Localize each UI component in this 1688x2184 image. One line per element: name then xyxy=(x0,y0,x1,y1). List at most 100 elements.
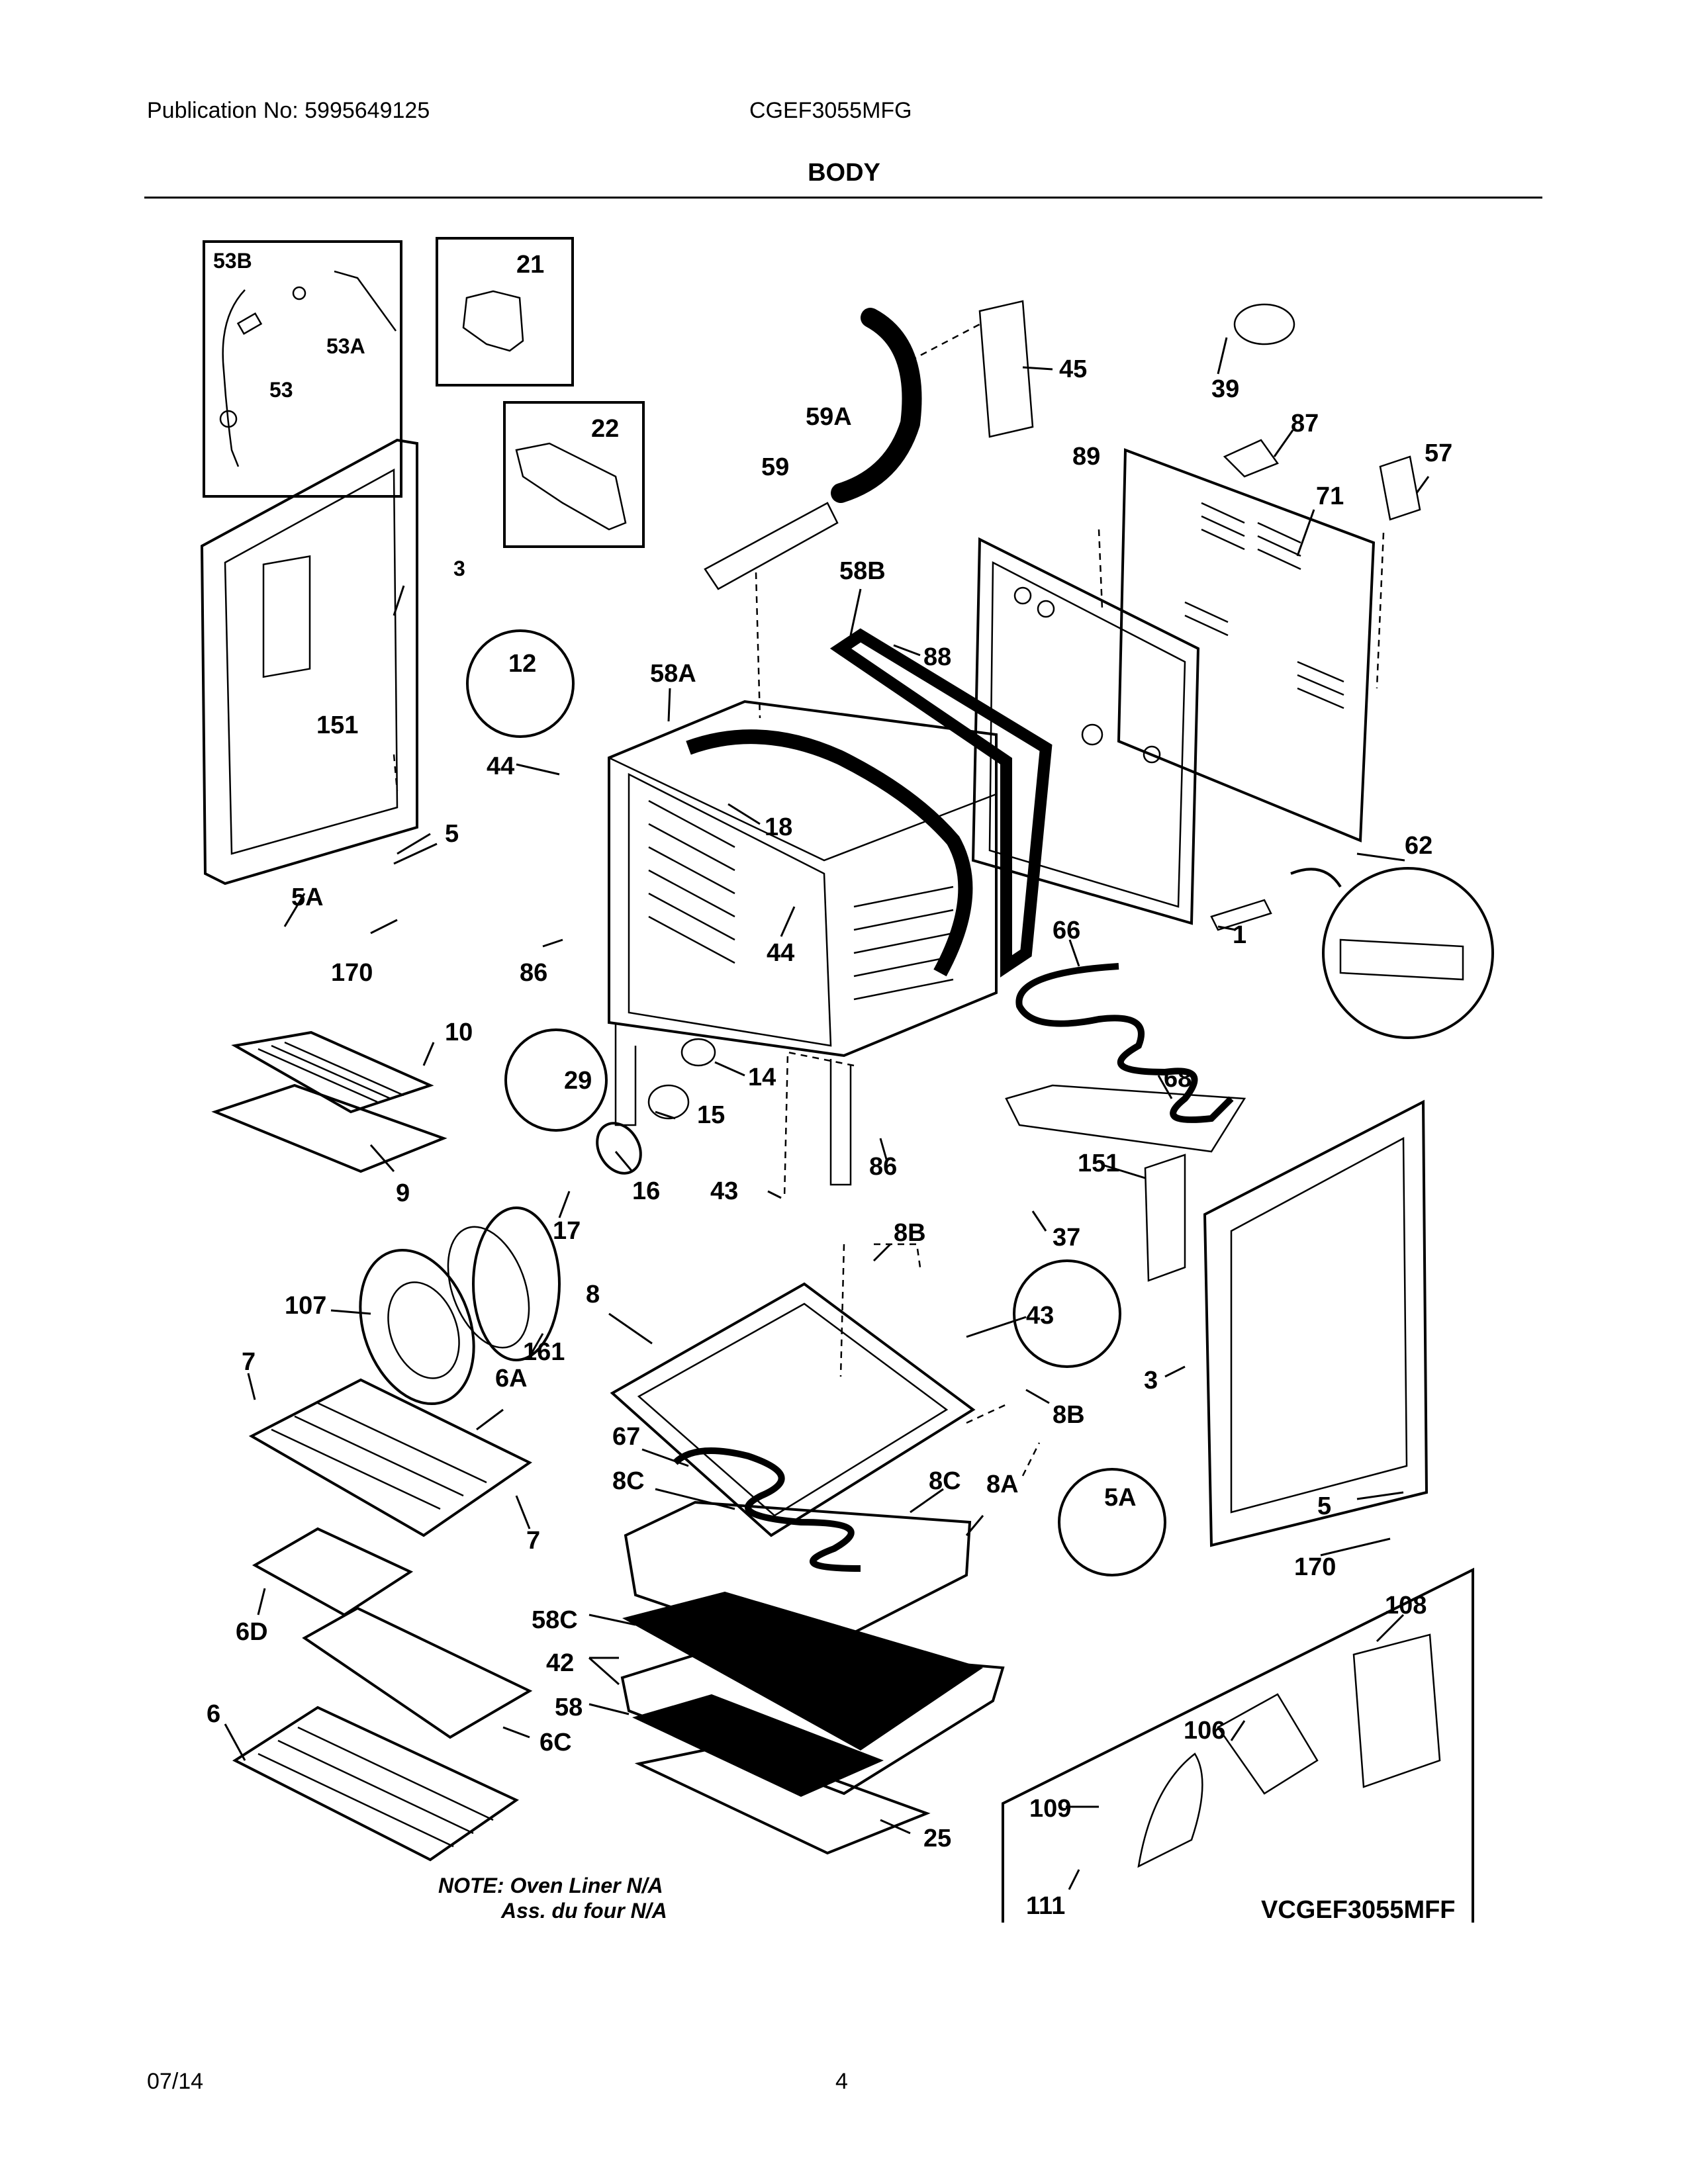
part-label: 12 xyxy=(508,650,536,678)
part-label: 22 xyxy=(591,415,619,443)
variant-model-label: VCGEF3055MFF xyxy=(1261,1896,1456,1924)
part-label: 6D xyxy=(236,1618,268,1646)
inset-box-21 xyxy=(436,237,574,387)
part-label: 21 xyxy=(516,251,544,279)
part-label: 16 xyxy=(632,1177,660,1205)
right-side-panel xyxy=(1203,1099,1429,1547)
oven-liner-note-fr: Ass. du four N/A xyxy=(500,1899,667,1923)
assembly-lines xyxy=(393,323,1385,1477)
part-label: 6C xyxy=(539,1729,572,1756)
drawer-liner-58C xyxy=(622,1592,983,1751)
part-label: 53A xyxy=(326,334,365,358)
back-cover xyxy=(1117,448,1376,842)
part-label: 108 xyxy=(1385,1592,1427,1619)
part-label: 107 xyxy=(285,1292,326,1320)
bake-element xyxy=(673,1447,861,1572)
part-label: 88 xyxy=(923,643,951,671)
part-label: 18 xyxy=(765,813,792,841)
side-bracket-151 xyxy=(1144,1154,1186,1282)
rack-6D xyxy=(252,1527,414,1617)
part-label: 67 xyxy=(612,1423,640,1451)
part-label: 58C xyxy=(532,1606,578,1634)
footer-page-number: 4 xyxy=(835,2069,848,2094)
part-label: 106 xyxy=(1184,1717,1225,1745)
part-label: 5 xyxy=(1317,1492,1331,1520)
part-label: 58 xyxy=(555,1694,583,1721)
header-divider xyxy=(144,197,1542,199)
part-label: 7 xyxy=(526,1527,540,1555)
callout-circle-12 xyxy=(466,629,575,738)
model-number: CGEF3055MFG xyxy=(749,98,912,123)
part-label: 89 xyxy=(1072,443,1100,471)
part-label: 43 xyxy=(1026,1302,1054,1330)
part-label: 17 xyxy=(553,1217,581,1245)
part-label: 87 xyxy=(1291,410,1319,437)
part-label: 170 xyxy=(1294,1553,1336,1581)
rack-6C xyxy=(302,1606,533,1739)
part-label: 62 xyxy=(1405,832,1432,860)
part-label: 109 xyxy=(1029,1795,1071,1823)
drawer-tray-42 xyxy=(620,1643,1005,1796)
part-label: 53B xyxy=(213,249,252,273)
terminal-block-inset xyxy=(1290,867,1494,1039)
part-label: 5 xyxy=(445,820,459,848)
part-label: 57 xyxy=(1425,439,1452,467)
part-label: 8 xyxy=(586,1281,600,1308)
part-label: 7 xyxy=(242,1348,256,1376)
publication-number: Publication No: 5995649125 xyxy=(147,98,430,123)
oven-cavity xyxy=(608,700,998,1186)
part-label: 9 xyxy=(396,1179,410,1207)
part-label: 8C xyxy=(612,1467,645,1495)
loose-parts xyxy=(704,300,1421,931)
part-label: 1 xyxy=(1233,921,1246,949)
part-label: 59 xyxy=(761,453,789,481)
part-label: 111 xyxy=(1026,1892,1065,1920)
fan-cover xyxy=(359,1226,530,1406)
rack-6A xyxy=(248,1378,532,1537)
callout-circle-5A xyxy=(1058,1468,1166,1576)
inset-box-22 xyxy=(503,401,645,548)
part-label: 29 xyxy=(564,1067,592,1095)
drawer-liner-58 xyxy=(632,1694,884,1797)
oven-liner-note: NOTE: Oven Liner N/A xyxy=(438,1874,663,1897)
part-label: 86 xyxy=(869,1153,897,1181)
part-label: 44 xyxy=(487,752,514,780)
part-label: 58A xyxy=(650,660,696,688)
rack-6 xyxy=(232,1706,520,1862)
footer-date: 07/14 xyxy=(147,2069,204,2094)
drawer-bottom-25 xyxy=(634,1742,931,1855)
gasket-161 xyxy=(472,1206,561,1361)
left-side-panel xyxy=(200,438,418,886)
part-label: 6A xyxy=(495,1365,528,1392)
part-label: 15 xyxy=(697,1101,725,1129)
part-label: 66 xyxy=(1053,917,1080,944)
part-label: 8B xyxy=(1053,1401,1085,1429)
part-label: 43 xyxy=(710,1177,738,1205)
convection-fan-box xyxy=(1002,1567,1474,1923)
part-label: 58B xyxy=(839,557,886,585)
part-label: 53 xyxy=(269,378,293,402)
part-label: 8B xyxy=(894,1219,926,1247)
callout-circle-43 xyxy=(1013,1259,1121,1368)
part-label: 86 xyxy=(520,959,547,987)
part-label: 10 xyxy=(445,1019,473,1046)
part-label: 45 xyxy=(1059,355,1087,383)
part-label: 161 xyxy=(523,1338,565,1366)
part-label: 44 xyxy=(767,939,794,967)
drawer-box xyxy=(624,1500,972,1657)
inset-box-probe xyxy=(203,240,402,498)
broil-element xyxy=(1005,963,1246,1153)
leader-lines xyxy=(224,337,1430,1890)
part-label: 42 xyxy=(546,1649,574,1677)
part-label: 8A xyxy=(986,1471,1019,1498)
part-label: 8C xyxy=(929,1467,961,1495)
part-labels: 53B 53A 53 21 22 45 39 59A 59 89 87 57 7… xyxy=(207,249,1452,1920)
part-label: 5A xyxy=(291,884,324,911)
part-label: 14 xyxy=(748,1064,776,1091)
part-label: 151 xyxy=(316,711,358,739)
bulb-lens xyxy=(596,1038,716,1175)
part-label: 39 xyxy=(1211,375,1239,403)
part-label: 59A xyxy=(806,403,852,431)
part-label: 170 xyxy=(331,959,373,987)
